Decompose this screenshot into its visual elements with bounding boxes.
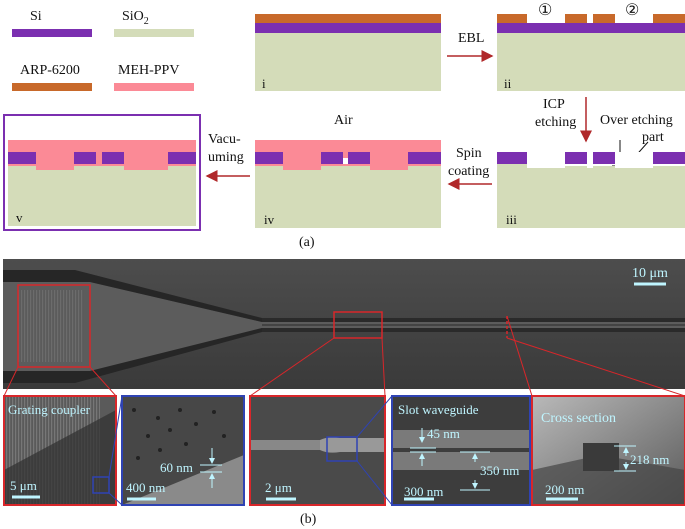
spin-label-2: coating [448,164,489,179]
zoom-gap-label: 60 nm [160,460,193,475]
grating-title: Grating coupler [8,402,91,417]
step-i-label: i [262,76,266,91]
inset-cross-section: Cross section 218 nm 200 nm [531,395,685,506]
step-v: v [3,114,201,231]
icp-label-2: etching [535,115,576,130]
spin-coating-arrow: Spin coating [447,146,492,190]
zoom-scale-label: 400 nm [126,480,165,495]
step-iv-label: iv [264,212,275,227]
inset-connectors [3,315,685,397]
vacuuming-label-2: uming [208,150,244,165]
legend-polymer-swatch [114,83,194,91]
cross-title: Cross section [541,411,616,426]
cross-scale-label: 200 nm [545,482,584,497]
inset-grating-coupler: Grating coupler 5 μm [3,395,117,506]
ebl-arrow: EBL [447,31,494,62]
slot-width-label: 350 nm [480,463,519,478]
icp-label-1: ICP [543,97,565,112]
ebl-label: EBL [458,31,484,46]
legend-si-swatch [12,29,92,37]
over-etching-annotation: Over etching part [600,113,673,182]
step-ii: ii ① ② [497,2,685,91]
legend-sio2-label: SiO2 [122,9,149,27]
taper-region-box [333,311,383,339]
legend-si-label: Si [30,9,42,24]
panel-a-label: (a) [299,235,315,250]
legend-resist-label: ARP-6200 [20,63,80,78]
inset-taper: 2 μm [249,395,386,506]
legend-polymer-label: MEH-PPV [118,63,179,78]
step-iv: Air iv [255,113,441,228]
icp-arrow: ICP etching [535,97,592,143]
air-label: Air [334,113,353,128]
step-i: i [255,14,441,91]
slot-scale-label: 300 nm [404,484,443,499]
opening-1-marker: ① [538,2,552,19]
grating-scale-label: 5 μm [10,478,37,493]
inset-slot-waveguide: Slot waveguide 45 nm 350 nm 300 nm [391,395,531,506]
slot-gap-label: 45 nm [427,426,460,441]
over-etching-label-2: part [642,130,664,145]
taper-scale-label: 2 μm [265,480,292,495]
step-iii: iii [497,152,685,228]
sem-overview: 10 μm [3,259,685,389]
vacuuming-arrow: Vacu- uming [205,132,250,182]
cross-height-label: 218 nm [630,452,669,467]
legend-resist-swatch [12,83,92,91]
legend-sio2-swatch [114,29,194,37]
opening-2-marker: ② [625,2,639,19]
step-iii-label: iii [506,212,517,227]
grating-region-box [17,284,91,368]
slot-title: Slot waveguide [398,402,479,417]
inset-grating-zoom: 60 nm 400 nm [121,395,245,506]
step-ii-label: ii [504,76,512,91]
legend: Si SiO2 ARP-6200 MEH-PPV [12,9,194,91]
vacuuming-label-1: Vacu- [208,132,241,147]
step-v-label: v [16,210,23,225]
spin-label-1: Spin [456,146,482,161]
over-etching-label-1: Over etching [600,113,673,128]
panel-b-label: (b) [300,512,317,527]
main-scale-label: 10 μm [632,266,668,281]
